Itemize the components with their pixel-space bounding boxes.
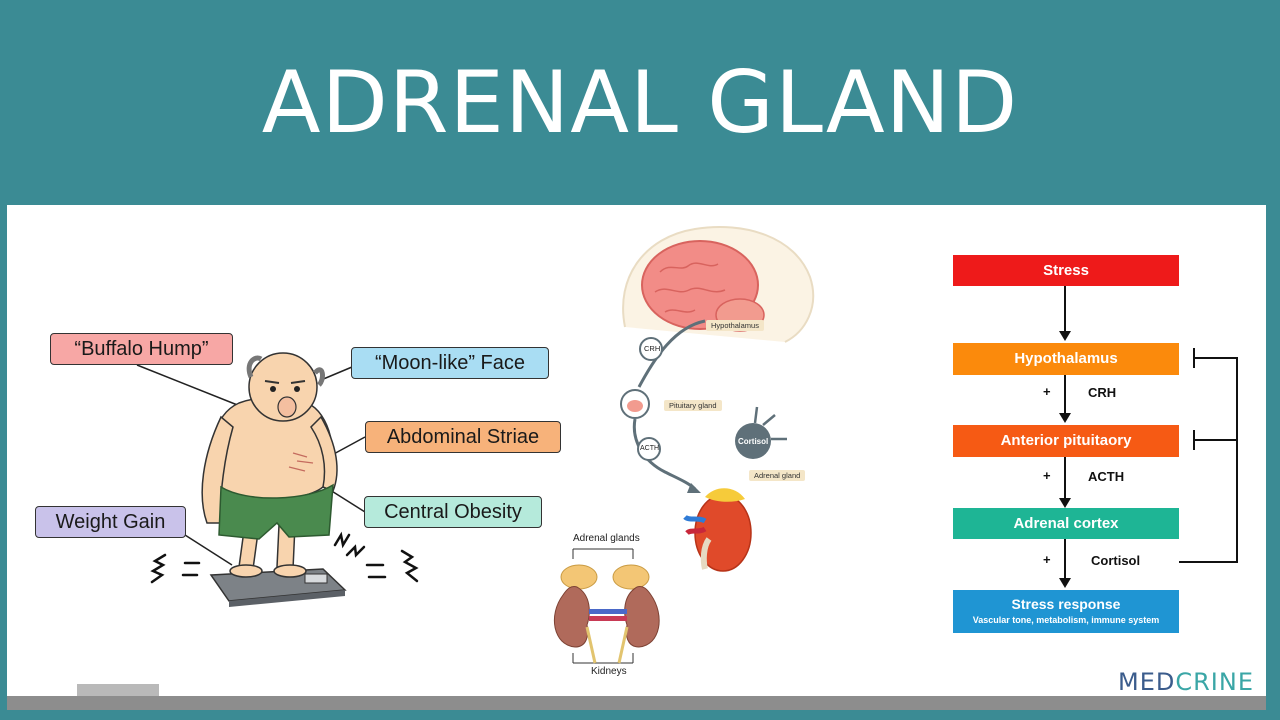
label-adrenal-glands: Adrenal glands: [573, 533, 640, 544]
page-title: ADRENAL GLAND DISORDERS: [261, 53, 1019, 303]
plus-sign-crh: +: [1043, 384, 1051, 399]
label-hypothalamus: Hypothalamus: [706, 320, 764, 331]
flow-adrenal-cortex-box: Adrenal cortex: [953, 508, 1179, 539]
label-acth-circle: ACTH: [640, 445, 660, 452]
kidneys-illustration: [554, 548, 660, 664]
label-kidneys: Kidneys: [591, 666, 627, 677]
label-crh-circle: CRH: [644, 344, 661, 353]
flow-stress-response-box: Stress response Vascular tone, metabolis…: [953, 590, 1179, 633]
flow-anterior-pituitary-box: Anterior pituitaory: [953, 425, 1179, 457]
content-panel: “Buffalo Hump” “Moon-like” Face Abdomina…: [7, 205, 1266, 696]
flow-hypothalamus-box: Hypothalamus: [953, 343, 1179, 375]
label-cortisol: Cortisol: [1091, 553, 1141, 568]
stress-response-subtitle: Vascular tone, metabolism, immune system: [972, 615, 1160, 625]
callout-moon-face: “Moon-like” Face: [351, 347, 549, 379]
label-adrenal-gland: Adrenal gland: [749, 470, 806, 481]
flow-stress-box: Stress: [953, 255, 1179, 286]
plus-sign-acth: +: [1043, 468, 1051, 483]
label-pituitary: Pituitary gland: [664, 400, 722, 411]
slide-edge-marker: [77, 684, 159, 696]
label-crh: CRH: [1088, 385, 1117, 400]
cushing-figure-illustration: [136, 352, 419, 607]
callout-weight-gain: Weight Gain: [35, 506, 186, 538]
callout-central-obesity: Central Obesity: [364, 496, 542, 528]
hpa-axis-illustration: [620, 226, 815, 572]
callout-buffalo-hump: “Buffalo Hump”: [50, 333, 233, 365]
label-acth: ACTH: [1088, 469, 1125, 484]
plus-sign-cortisol: +: [1043, 552, 1051, 567]
bottom-strip: [7, 696, 1266, 710]
callout-abdominal-striae: Abdominal Striae: [365, 421, 561, 453]
logo-crine: CRINE: [1175, 668, 1254, 696]
flowchart-connectors: [1059, 286, 1238, 588]
medcrine-logo: MEDCRINE: [1118, 668, 1254, 696]
logo-med: MED: [1118, 668, 1176, 696]
label-cortisol-bubble: Cortisol: [738, 437, 769, 446]
stress-response-title: Stress response: [1011, 596, 1121, 612]
